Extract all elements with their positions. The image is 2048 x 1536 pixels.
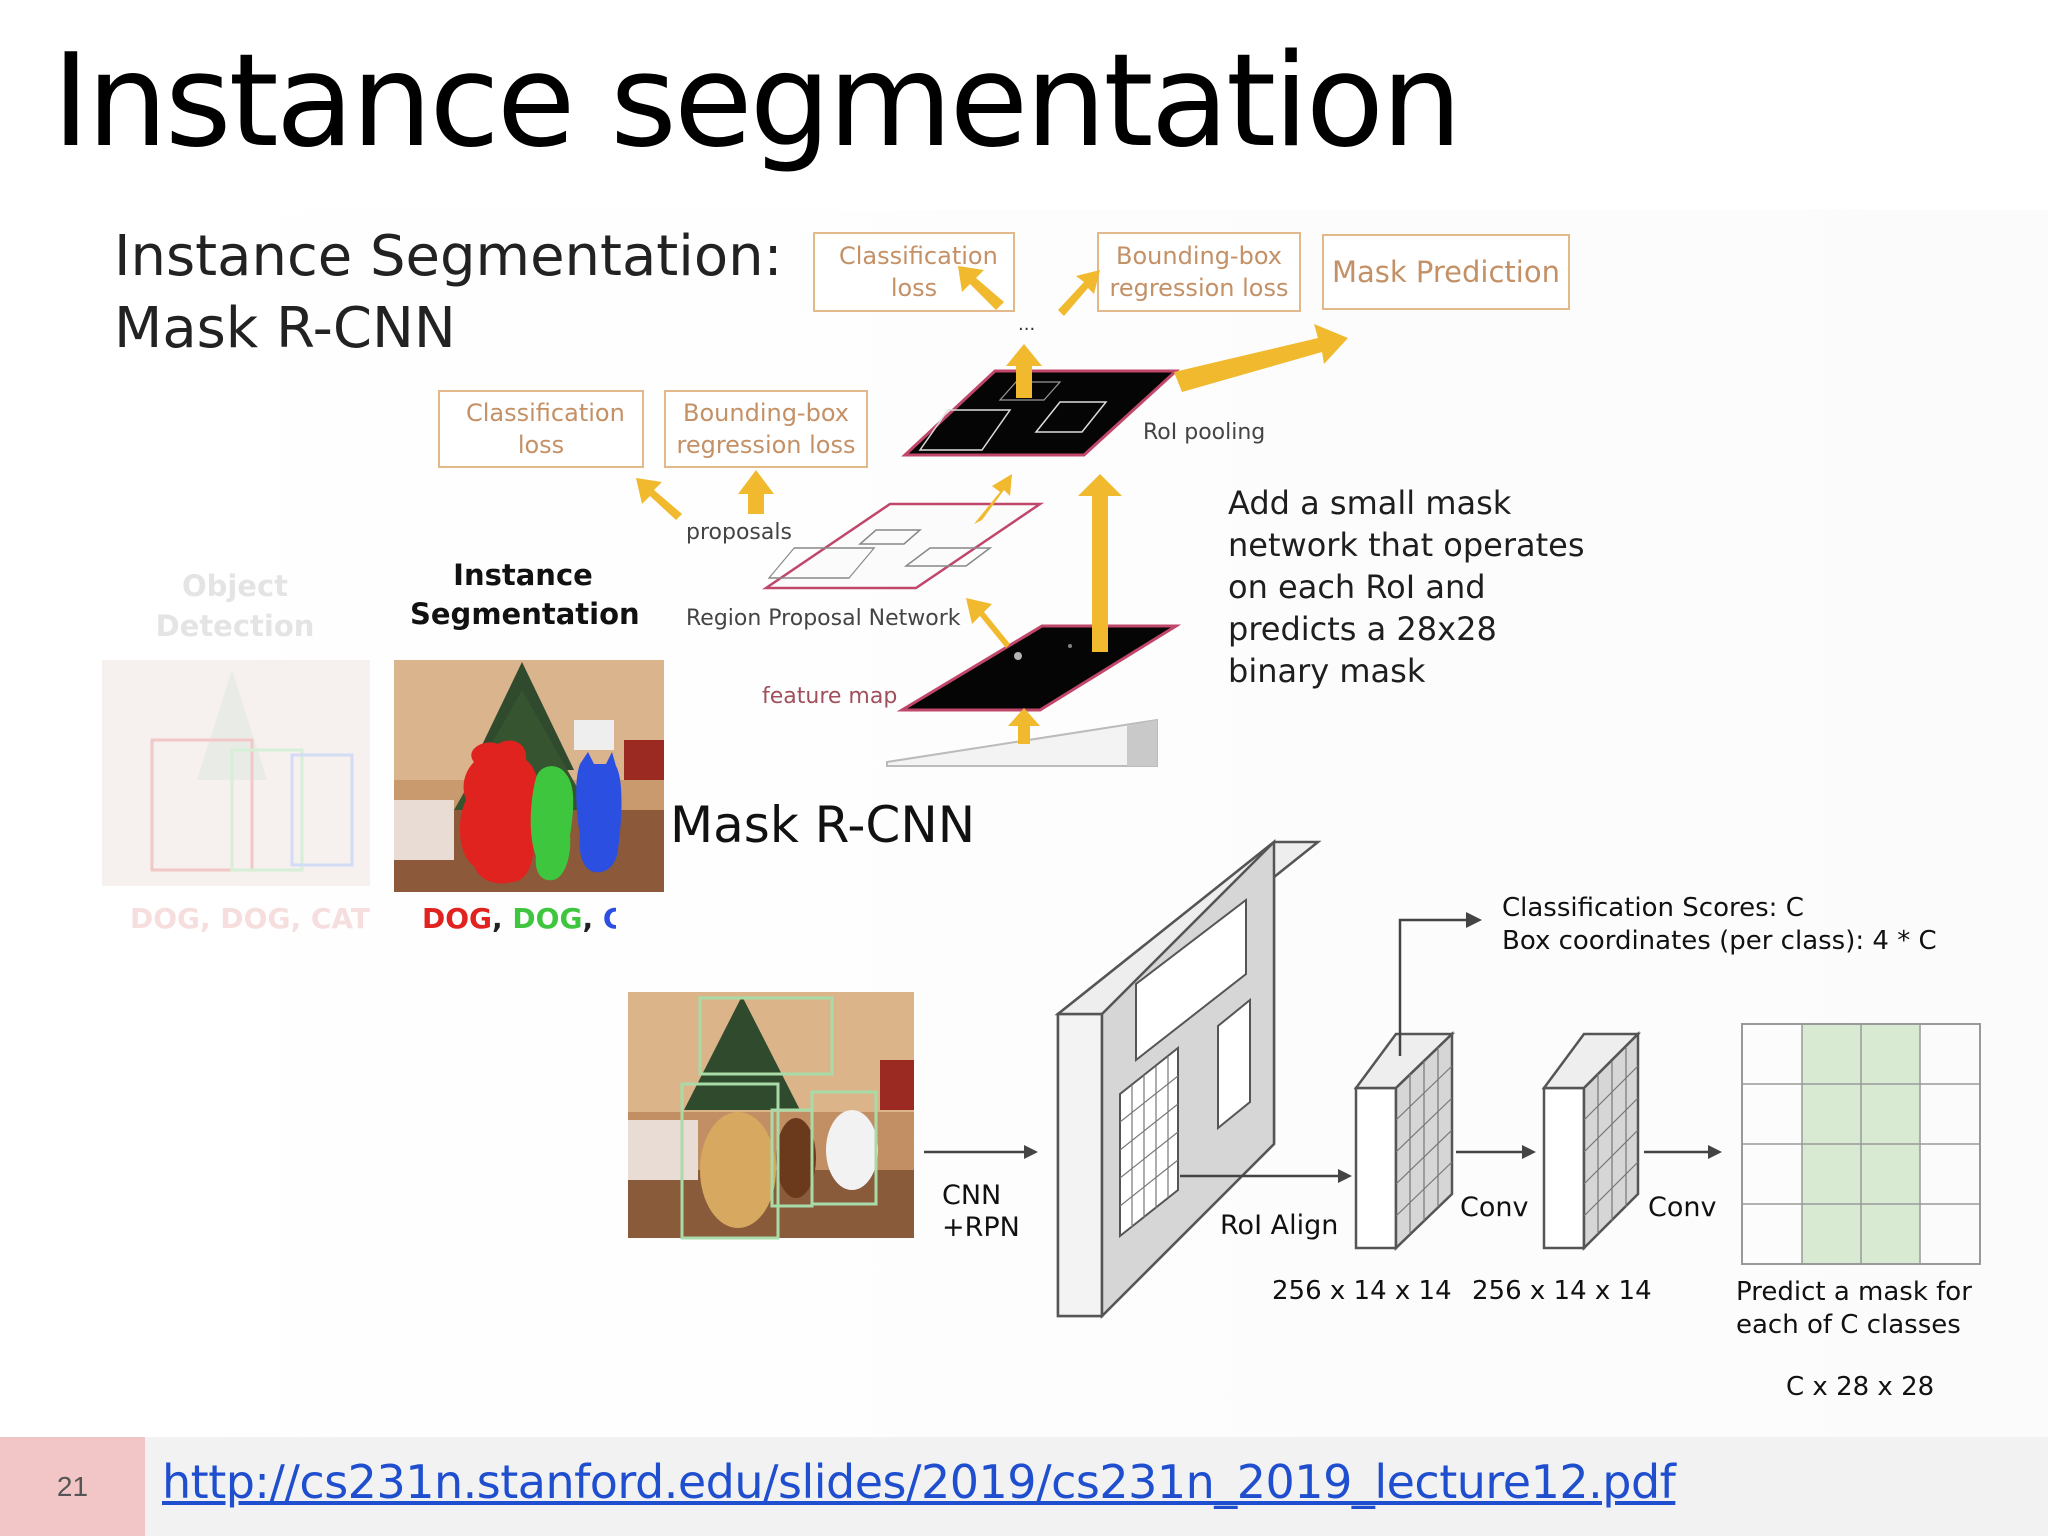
mask-rcnn-top-diagram: ... (636, 266, 1348, 767)
instance-segmentation-caption: Instance Segmentation (410, 556, 640, 634)
object-detection-image-faded (102, 660, 370, 886)
arrow-feature-to-rpn (966, 598, 1010, 648)
predict-mask-label: Predict a mask for each of C classes (1736, 1276, 1972, 1342)
faded-detection-labels: DOG, DOG, CAT (130, 902, 370, 935)
conv-label-2: Conv (1648, 1192, 1717, 1223)
dims-label-2: 256 x 14 x 14 (1472, 1276, 1652, 1306)
arrow-roi-up (1006, 344, 1042, 398)
caption-line: Detection (155, 609, 315, 643)
bbox-regression-loss-box-lower: Bounding-box regression loss (664, 390, 868, 468)
region-proposal-plane (761, 502, 1045, 590)
arrow-rpn-to-class-loss (636, 478, 682, 520)
top-heading-line1: Instance Segmentation: (114, 224, 783, 289)
cat-mask-blue (576, 752, 622, 873)
mask-prediction-box: Mask Prediction (1322, 234, 1570, 310)
roi-grid-region (1119, 1045, 1179, 1239)
description-line: network that operates (1228, 526, 1585, 564)
cat-label-blue: C (602, 902, 616, 935)
classification-loss-label: Classification loss (466, 399, 625, 459)
roi-pooling-label: RoI pooling (1143, 420, 1266, 445)
bbox-regression-loss-label: Bounding-box regression loss (1109, 242, 1289, 302)
roi-feature-block-2 (1541, 1030, 1642, 1252)
footer-bar (0, 1437, 2048, 1536)
arrow-rpn-to-roi (974, 474, 1012, 524)
source-link[interactable]: http://cs231n.stanford.edu/slides/2019/c… (162, 1455, 1676, 1509)
classification-loss-box-upper: Classification loss (813, 232, 1015, 312)
caption-line: Instance (453, 558, 593, 592)
caption-line: Object (181, 569, 289, 603)
mask-output-grid (1741, 1023, 1981, 1265)
dog-mask-green (530, 766, 574, 881)
caption-line: Segmentation (410, 597, 640, 631)
roi-pooling-plane (901, 369, 1180, 457)
mask-dims-label: C x 28 x 28 (1786, 1372, 1935, 1402)
arrow-rpn-to-bbox-loss (738, 470, 774, 514)
page-number: 21 (0, 1437, 145, 1536)
instance-segmentation-image (394, 660, 664, 892)
description-line: Add a small mask (1228, 484, 1512, 522)
dog-label-green: DOG (512, 902, 583, 935)
roi-grid-lines (1119, 1056, 1179, 1227)
bbox-regression-loss-label: Bounding-box regression loss (676, 399, 856, 459)
label-line: CNN (942, 1180, 1002, 1211)
rpn-label: Region Proposal Network (686, 606, 961, 631)
arrow-to-scores (1398, 918, 1466, 1056)
roi-align-label: RoI Align (1220, 1210, 1339, 1241)
proposal-box (767, 547, 876, 579)
classification-loss-label: Classification loss (839, 242, 998, 302)
label-line: each of C classes (1736, 1310, 1961, 1340)
bbox-regression-loss-box-upper: Bounding-box regression loss (1097, 232, 1301, 312)
cnn-rpn-label: CNN +RPN (942, 1180, 1020, 1244)
proposals-label: proposals (686, 520, 792, 545)
arrow-roi-to-bbox-loss (1058, 270, 1100, 316)
top-heading-line2: Mask R-CNN (114, 296, 456, 361)
feature-block (1054, 838, 1322, 1320)
bottom-heading: Mask R-CNN (670, 796, 976, 854)
block-grid-lines (1395, 1047, 1639, 1234)
dims-label-1: 256 x 14 x 14 (1272, 1276, 1452, 1306)
ellipsis-label: ... (1018, 314, 1035, 335)
yellow-arrows (636, 266, 1348, 744)
input-photo (628, 992, 914, 1240)
description-line: predicts a 28x28 (1228, 610, 1497, 648)
segmentation-class-labels: DOG, DOG, C (422, 902, 616, 935)
dog-mask-red (459, 740, 540, 884)
feature-map-label: feature map (762, 684, 898, 709)
dog-label-red: DOG (422, 902, 493, 935)
description-line: on each RoI and (1228, 568, 1486, 606)
label-line: Box coordinates (per class): 4 * C (1502, 926, 1937, 956)
slide-title: Instance segmentation (52, 27, 1462, 176)
mask-rcnn-bottom-diagram (628, 838, 1981, 1320)
label-line: +RPN (942, 1212, 1020, 1243)
mask-prediction-label: Mask Prediction (1332, 255, 1560, 289)
classification-scores-label: Classification Scores: C Box coordinates… (1502, 892, 1937, 958)
input-image-plane-edge (1127, 720, 1157, 766)
arrow-feature-to-roi (1078, 474, 1122, 652)
arrow-roi-to-class-loss (958, 266, 1004, 310)
mask-network-description: Add a small mask network that operates o… (1228, 482, 1585, 692)
object-detection-caption: Object Detection (140, 566, 330, 646)
arrow-input-to-feature (1008, 708, 1040, 744)
arrow-roi-to-mask (1174, 324, 1348, 392)
classification-loss-box-lower: Classification loss (438, 390, 644, 468)
description-line: binary mask (1228, 652, 1426, 690)
label-line: Classification Scores: C (1502, 893, 1804, 923)
conv-label-1: Conv (1460, 1192, 1529, 1223)
label-line: Predict a mask for (1736, 1277, 1972, 1307)
